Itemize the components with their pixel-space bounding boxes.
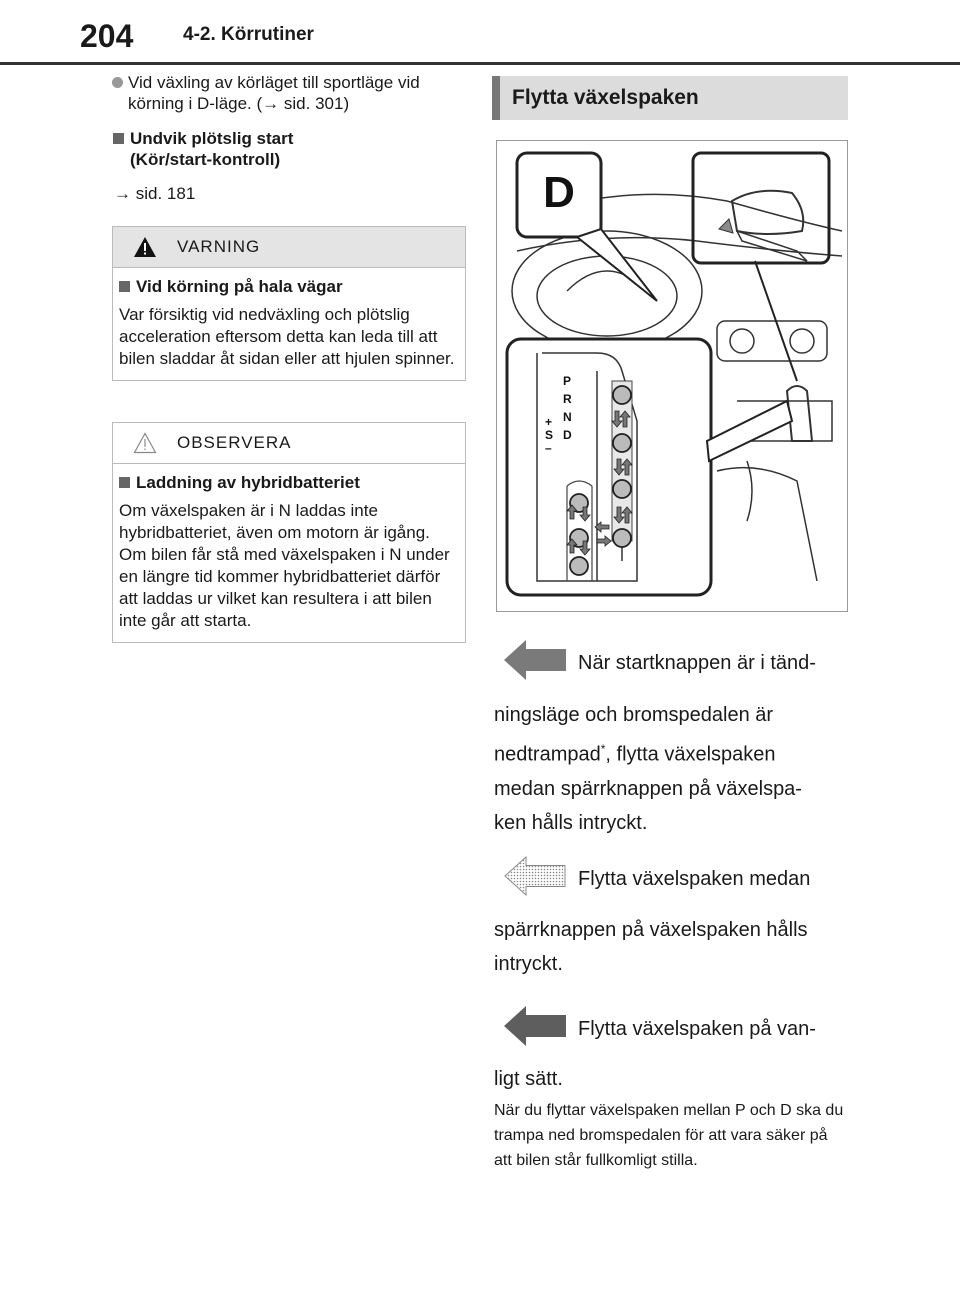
notice-text: Om växelspaken är i N laddas inte hybrid… [119,501,450,630]
notice-label: OBSERVERA [177,433,292,452]
shift-lever-illustration: D P R N D S + – [505,151,843,597]
warning-subtitle: Vid körning på hala vägar [136,277,343,296]
square-bullet-icon [113,133,124,144]
gear-p: P [563,374,571,388]
gear-n: N [563,410,572,424]
warning-body: Vid körning på hala vägar Var försiktig … [113,268,465,380]
step-arrow-dark-icon [504,640,566,680]
left-column: Vid växling av körläget till sportläge v… [112,72,466,204]
gear-d: D [563,428,572,442]
warning-triangle-icon [134,237,156,257]
notice-body: Laddning av hybridbatteriet Om växelspak… [113,464,465,642]
step-2-text: Flytta växelspaken medan [578,868,811,890]
square-bullet-icon [119,477,130,488]
gear-r: R [563,392,572,406]
page-number: 204 [80,18,134,54]
notice-header: OBSERVERA [113,423,465,464]
arrow-icon: → [262,94,280,113]
gate-callout-box [505,337,713,597]
notice-box: OBSERVERA Laddning av hybridbatteriet Om… [112,422,466,643]
step-3-body: ligt sätt. [494,1068,563,1090]
d-callout-box [515,151,603,239]
gear-shift-figure: D P R N D S + – [496,140,848,612]
step-2-body: spärrknappen på växelspaken hålls intryc… [494,919,808,975]
step-arrow-dark-icon [504,1006,566,1046]
note-text: När du flyttar växelspaken mellan P och … [494,1102,844,1169]
reference-line: → sid. 181 [112,184,466,204]
warning-box: VARNING Vid körning på hala vägar Var fö… [112,226,466,381]
page-reference[interactable]: sid. 181 [135,184,196,203]
square-bullet-icon [119,281,130,292]
lever-callout-box [691,151,831,265]
caution-triangle-outline-icon [133,432,157,454]
warning-text: Var försiktig vid nedväxling och plötsli… [119,305,455,368]
gear-minus: – [545,441,552,455]
arrow-icon: → [114,184,131,203]
bullet-item: Vid växling av körläget till sportläge v… [112,72,466,114]
step-arrow-dotted-icon [504,856,566,896]
header-rule [0,62,960,65]
gear-plus: + [545,415,552,429]
footnote-asterisk: * [600,742,606,756]
bullet-dot-icon [112,77,123,88]
step-1-text: När startknappen är i tänd- [578,652,816,674]
notice-subtitle: Laddning av hybridbatteriet [136,473,360,492]
warning-label: VARNING [177,237,261,256]
bullet-text: Vid växling av körläget till sportläge v… [128,73,420,113]
callout-letter: D [543,168,575,217]
warning-header: VARNING [113,227,465,268]
step-3-text: Flytta växelspaken på van- [578,1018,816,1040]
gear-s: S [545,428,553,442]
section-heading: Flytta växelspaken [492,76,848,120]
section-title: 4-2. Körrutiner [183,24,314,45]
subsection-heading: Undvik plötslig start(Kör/start-kontroll… [112,128,466,170]
step-1-body: ningsläge och bromspedalen är nedtrampad… [494,704,802,834]
page-reference[interactable]: sid. 301) [283,94,350,113]
